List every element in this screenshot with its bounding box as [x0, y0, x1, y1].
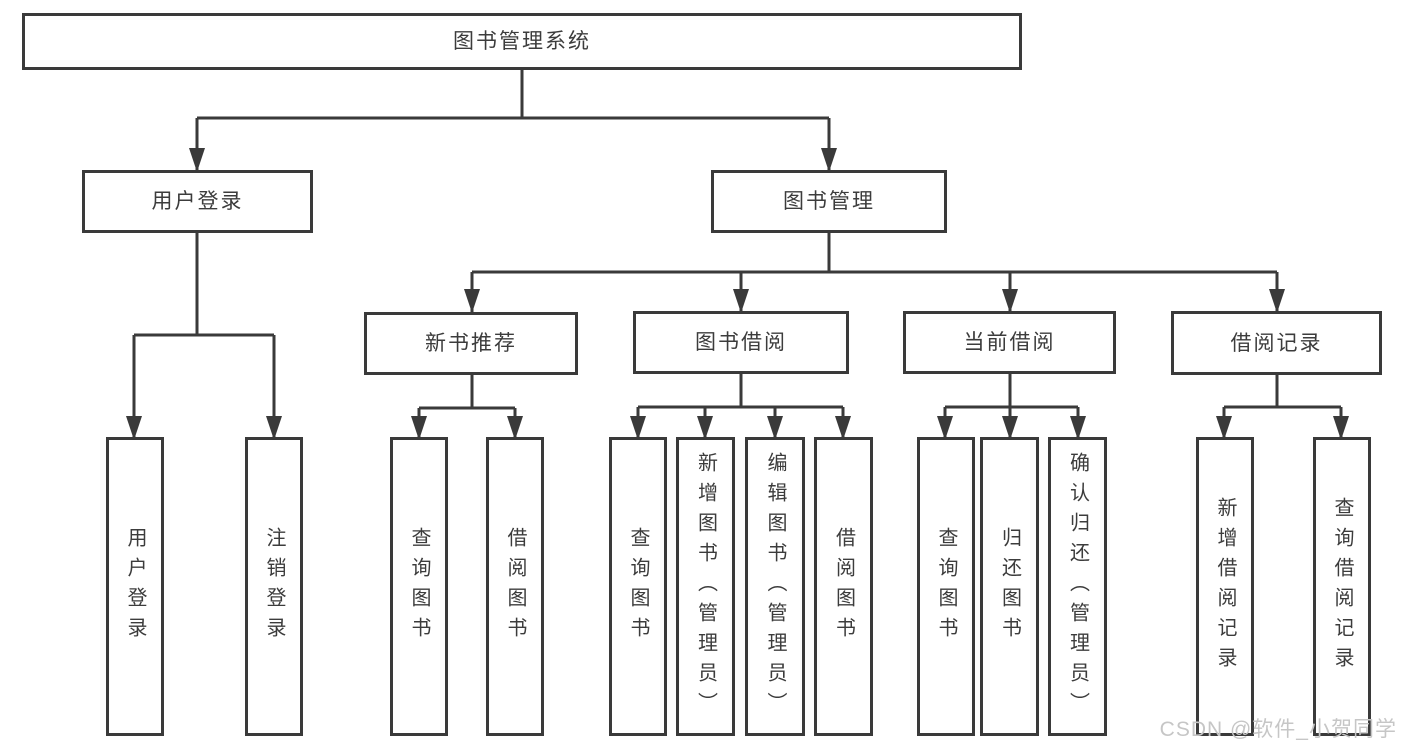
node-label: 归还图书	[998, 526, 1021, 647]
node-label: 查询图书	[627, 526, 649, 647]
node-label: 新书推荐	[425, 332, 517, 355]
arrow-down-icon	[189, 148, 205, 172]
leaf-query-books-recommend: 查询图书	[390, 437, 448, 736]
node-label: 查询图书	[408, 526, 430, 647]
leaf-borrow-books: 借阅图书	[814, 437, 873, 736]
node-label: 图书管理	[783, 190, 875, 213]
arrow-down-icon	[1269, 289, 1285, 313]
leaf-query-books-current: 查询图书	[917, 437, 975, 736]
leaf-add-book-admin: 新增图书（管理员）	[676, 437, 735, 736]
connector-records-to-leaves	[1222, 374, 1343, 440]
leaf-add-borrow-record: 新增借阅记录	[1196, 437, 1254, 736]
leaf-user-login: 用户登录	[106, 437, 164, 736]
leaf-logout: 注销登录	[245, 437, 303, 736]
connector-recommend-to-leaves	[417, 375, 517, 440]
node-borrowing-records: 借阅记录	[1171, 311, 1382, 375]
node-new-book-recommend: 新书推荐	[364, 312, 578, 375]
node-label: 图书管理系统	[453, 30, 591, 53]
node-label: 借阅图书	[504, 526, 526, 647]
node-label: 借阅记录	[1230, 331, 1323, 355]
arrow-down-icon	[464, 289, 480, 313]
connector-borrow-to-leaves	[636, 374, 845, 440]
node-label: 当前借阅	[963, 331, 1056, 354]
csdn-watermark: CSDN @软件_小贺同学	[1159, 718, 1397, 741]
node-label: 新增借阅记录	[1214, 496, 1236, 677]
node-root-system: 图书管理系统	[22, 13, 1022, 70]
leaf-edit-book-admin: 编辑图书（管理员）	[745, 437, 805, 736]
leaf-return-books: 归还图书	[980, 437, 1039, 736]
node-label: 注销登录	[263, 526, 285, 647]
node-label: 编辑图书（管理员）	[764, 451, 786, 722]
node-label: 借阅图书	[832, 526, 855, 647]
node-book-management: 图书管理	[711, 170, 947, 233]
node-label: 确认归还（管理员）	[1066, 451, 1089, 722]
node-label: 用户登录	[124, 526, 146, 647]
connector-root-to-level2	[195, 69, 831, 172]
node-label: 用户登录	[151, 190, 244, 213]
node-label: 查询借阅记录	[1331, 496, 1353, 677]
connector-mgmt-to-level3	[470, 233, 1279, 313]
node-user-login: 用户登录	[82, 170, 313, 233]
connector-login-to-leaves	[132, 233, 276, 440]
connector-current-to-leaves	[943, 374, 1080, 440]
leaf-borrow-books-recommend: 借阅图书	[486, 437, 544, 736]
node-label: 图书借阅	[695, 331, 787, 354]
leaf-query-books-borrow: 查询图书	[609, 437, 667, 736]
node-label: 新增图书（管理员）	[694, 451, 717, 722]
arrow-down-icon	[733, 289, 749, 313]
node-current-borrowing: 当前借阅	[903, 311, 1116, 374]
leaf-query-borrow-record: 查询借阅记录	[1313, 437, 1371, 736]
node-label: 查询图书	[935, 526, 957, 647]
arrow-down-icon	[821, 148, 837, 172]
arrow-down-icon	[1002, 289, 1018, 313]
leaf-confirm-return-admin: 确认归还（管理员）	[1048, 437, 1107, 736]
node-book-borrowing: 图书借阅	[633, 311, 849, 374]
